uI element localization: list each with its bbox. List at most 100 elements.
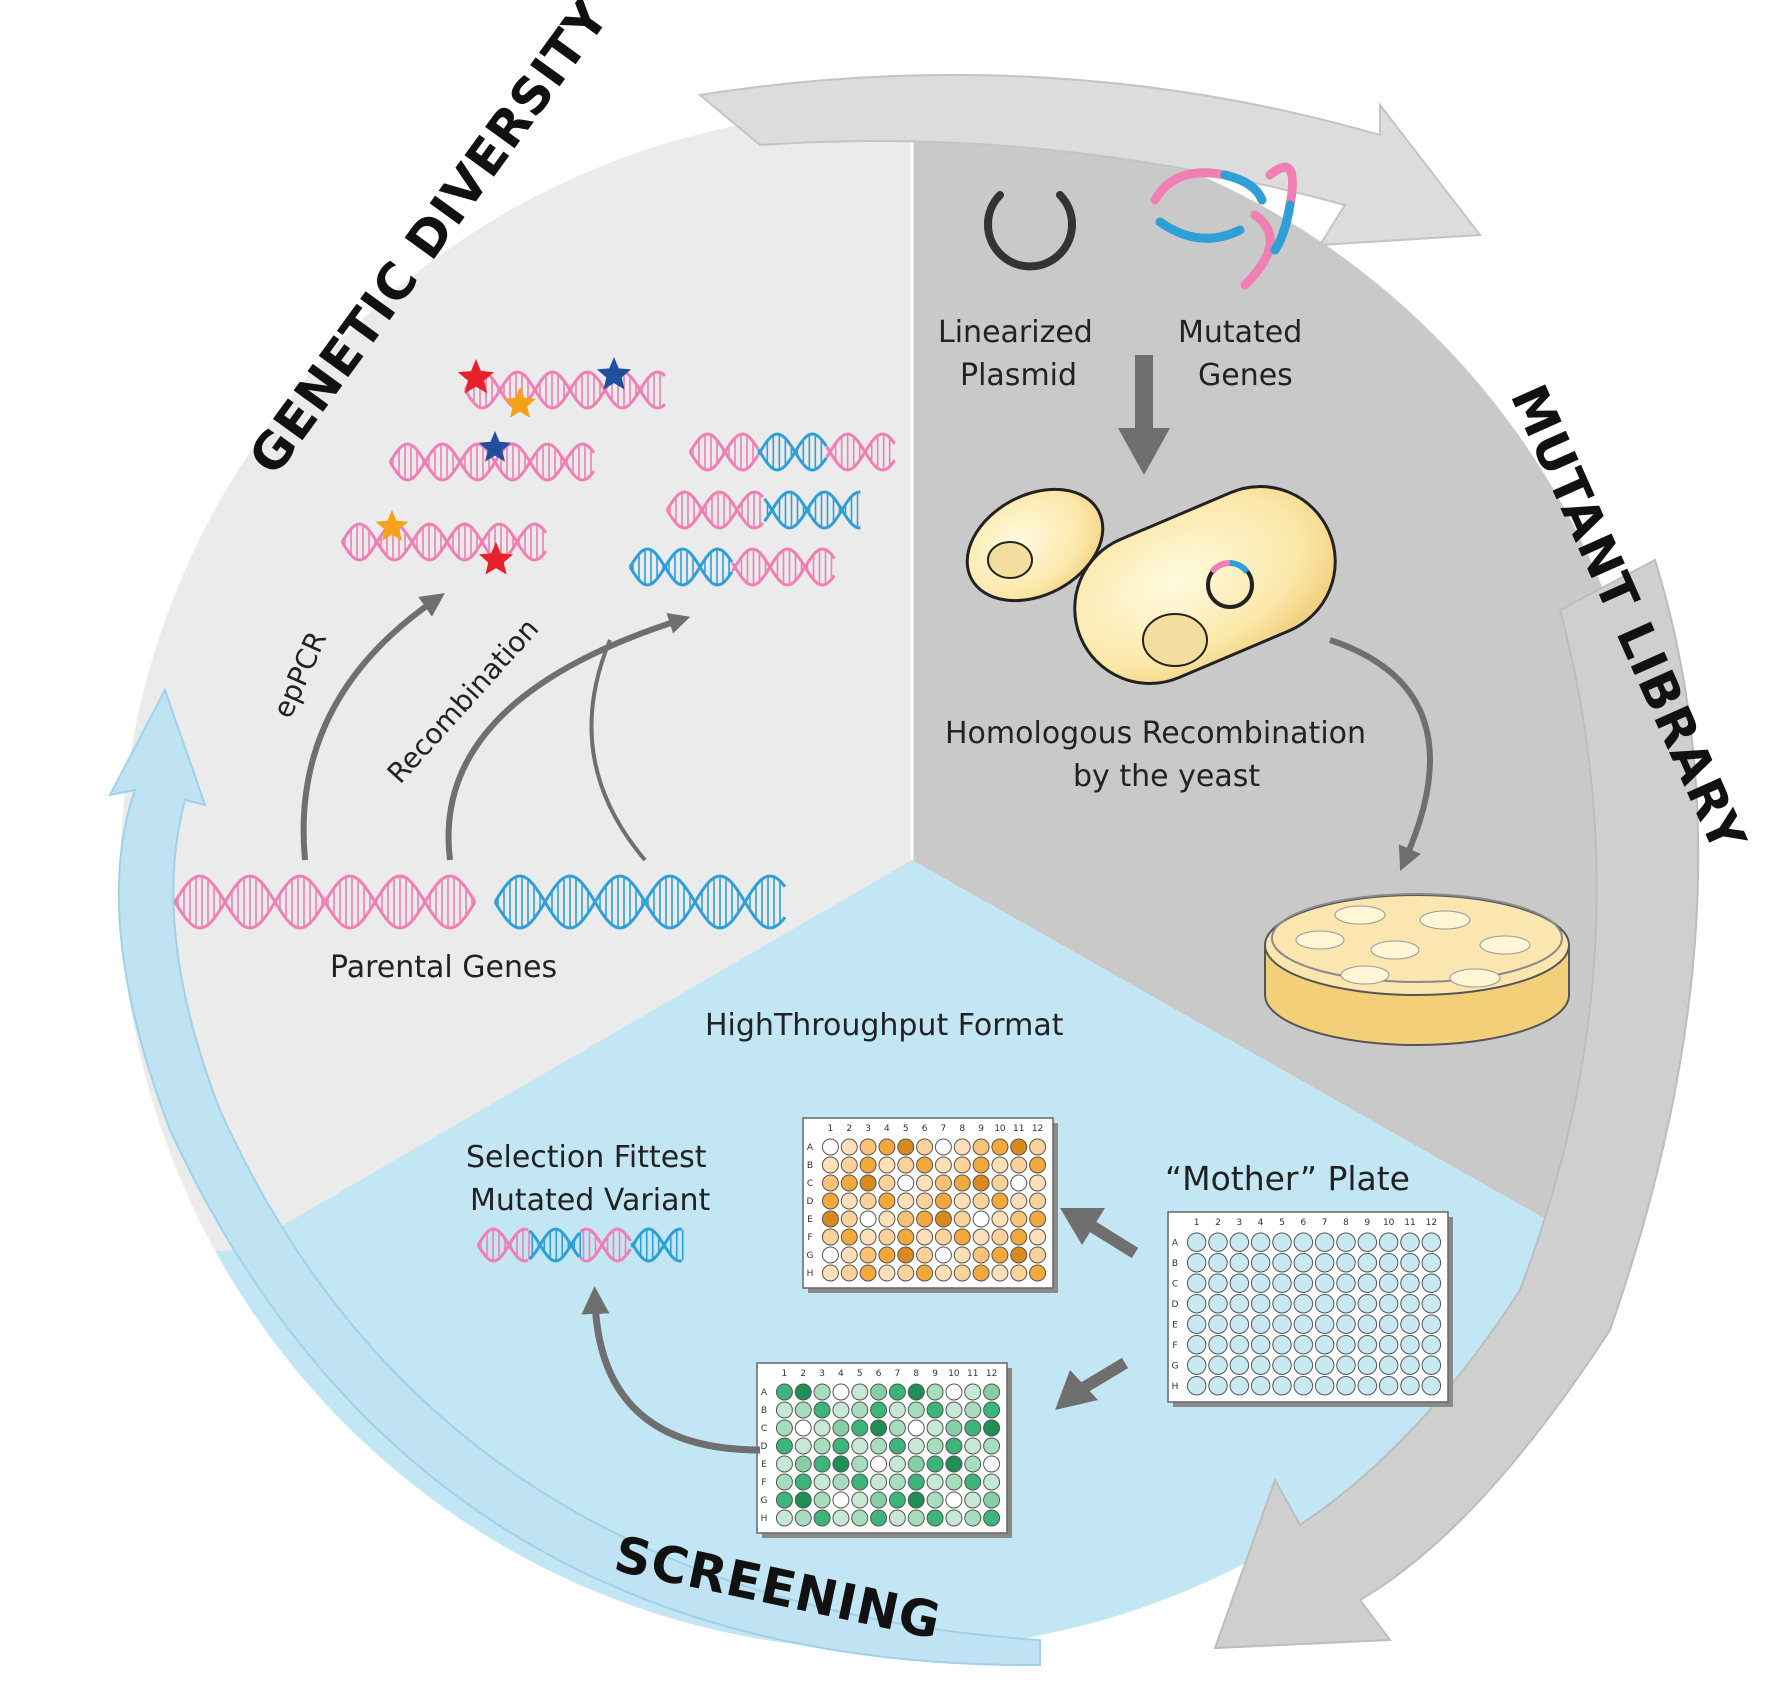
- svg-text:2: 2: [1215, 1218, 1221, 1228]
- down-arrow: [1118, 355, 1170, 475]
- svg-text:E: E: [1172, 1320, 1178, 1330]
- svg-text:11: 11: [1404, 1218, 1415, 1228]
- svg-text:6: 6: [1300, 1218, 1306, 1228]
- svg-text:11: 11: [967, 1369, 978, 1379]
- petri-dish: [1264, 893, 1570, 1046]
- cycle-arrow-right: [1213, 558, 1700, 1650]
- star-blue-2: [478, 431, 512, 462]
- label-genes: Genes: [1198, 358, 1293, 393]
- selection-curved-arrow: [581, 1286, 761, 1454]
- svg-text:E: E: [807, 1215, 813, 1225]
- star-orange-2: [375, 510, 409, 541]
- svg-text:10: 10: [1383, 1218, 1395, 1228]
- svg-text:3: 3: [819, 1369, 825, 1379]
- star-red-1: [457, 359, 495, 394]
- svg-text:10: 10: [948, 1369, 960, 1379]
- recombination-arrow-1: [445, 613, 691, 861]
- parental-gene-blue: [493, 874, 787, 930]
- svg-text:7: 7: [1322, 1218, 1328, 1228]
- svg-text:10: 10: [994, 1124, 1006, 1134]
- linearized-plasmid-icon: [984, 191, 1076, 271]
- recombined-dna-2: [665, 490, 861, 530]
- mutated-dna-3: [340, 522, 548, 562]
- svg-text:A: A: [807, 1143, 814, 1153]
- svg-text:D: D: [1172, 1300, 1179, 1310]
- svg-text:A: A: [1172, 1238, 1179, 1248]
- recombination-arrow-2: [589, 639, 647, 862]
- cycle-arrow-left: [108, 687, 1041, 1667]
- svg-text:11: 11: [1013, 1124, 1024, 1134]
- svg-text:G: G: [761, 1496, 768, 1506]
- svg-text:1: 1: [828, 1124, 834, 1134]
- svg-text:9: 9: [932, 1369, 938, 1379]
- svg-text:12: 12: [1426, 1218, 1437, 1228]
- svg-text:C: C: [807, 1179, 813, 1189]
- label-selection-fittest: Selection Fittest: [466, 1140, 707, 1175]
- cycle-arrow-top: [697, 73, 1482, 247]
- svg-text:12: 12: [1032, 1124, 1043, 1134]
- parental-gene-pink: [173, 874, 477, 930]
- star-orange-1: [503, 387, 537, 418]
- svg-text:D: D: [761, 1442, 768, 1452]
- svg-text:B: B: [761, 1406, 767, 1416]
- eppcr-arrow: [300, 593, 445, 861]
- recombined-dna-3: [628, 547, 836, 587]
- label-mother-plate: “Mother” Plate: [1165, 1159, 1410, 1198]
- svg-text:E: E: [761, 1460, 767, 1470]
- svg-text:F: F: [761, 1478, 766, 1488]
- label-mutated: Mutated: [1178, 315, 1302, 350]
- label-linearized: Linearized: [938, 315, 1093, 350]
- dna-helices: [173, 370, 896, 1263]
- svg-text:1: 1: [1194, 1218, 1200, 1228]
- svg-text:9: 9: [978, 1124, 984, 1134]
- svg-text:G: G: [1172, 1361, 1179, 1371]
- svg-text:4: 4: [838, 1369, 844, 1379]
- recombined-dna-1: [688, 432, 896, 472]
- plate-arrow-upper: [1060, 1208, 1139, 1259]
- svg-text:9: 9: [1364, 1218, 1370, 1228]
- svg-text:12: 12: [986, 1369, 997, 1379]
- label-high-throughput: HighThroughput Format: [705, 1008, 1064, 1043]
- svg-text:4: 4: [884, 1124, 890, 1134]
- svg-text:8: 8: [959, 1124, 965, 1134]
- svg-text:6: 6: [876, 1369, 882, 1379]
- svg-text:8: 8: [913, 1369, 919, 1379]
- svg-text:F: F: [807, 1233, 812, 1243]
- svg-text:B: B: [807, 1161, 813, 1171]
- svg-text:3: 3: [865, 1124, 871, 1134]
- svg-text:3: 3: [1236, 1218, 1242, 1228]
- svg-text:5: 5: [857, 1369, 863, 1379]
- svg-text:4: 4: [1258, 1218, 1264, 1228]
- svg-text:2: 2: [800, 1369, 806, 1379]
- label-parental-genes: Parental Genes: [330, 950, 557, 985]
- svg-text:C: C: [761, 1424, 767, 1434]
- svg-text:B: B: [1172, 1259, 1178, 1269]
- svg-text:5: 5: [1279, 1218, 1285, 1228]
- svg-text:G: G: [807, 1251, 814, 1261]
- plate-arrow-lower: [1055, 1357, 1129, 1410]
- svg-text:F: F: [1172, 1341, 1177, 1351]
- svg-text:8: 8: [1343, 1218, 1349, 1228]
- star-red-2: [478, 542, 514, 575]
- label-homologous-recombination: Homologous Recombination: [945, 716, 1366, 751]
- svg-text:H: H: [1172, 1382, 1179, 1392]
- fittest-variant-dna: [476, 1227, 684, 1263]
- svg-text:H: H: [807, 1269, 814, 1279]
- mutated-genes-icon: [1150, 162, 1297, 290]
- curved-arrow-to-dish: [1329, 637, 1433, 871]
- svg-text:C: C: [1172, 1279, 1178, 1289]
- mutated-dna-1: [463, 370, 667, 410]
- svg-text:7: 7: [895, 1369, 901, 1379]
- mutation-stars: [375, 357, 632, 575]
- label-plasmid: Plasmid: [960, 358, 1077, 393]
- svg-text:H: H: [761, 1514, 768, 1524]
- label-by-the-yeast: by the yeast: [1073, 759, 1260, 794]
- svg-text:A: A: [761, 1388, 768, 1398]
- star-blue-1: [596, 357, 632, 390]
- svg-text:6: 6: [922, 1124, 928, 1134]
